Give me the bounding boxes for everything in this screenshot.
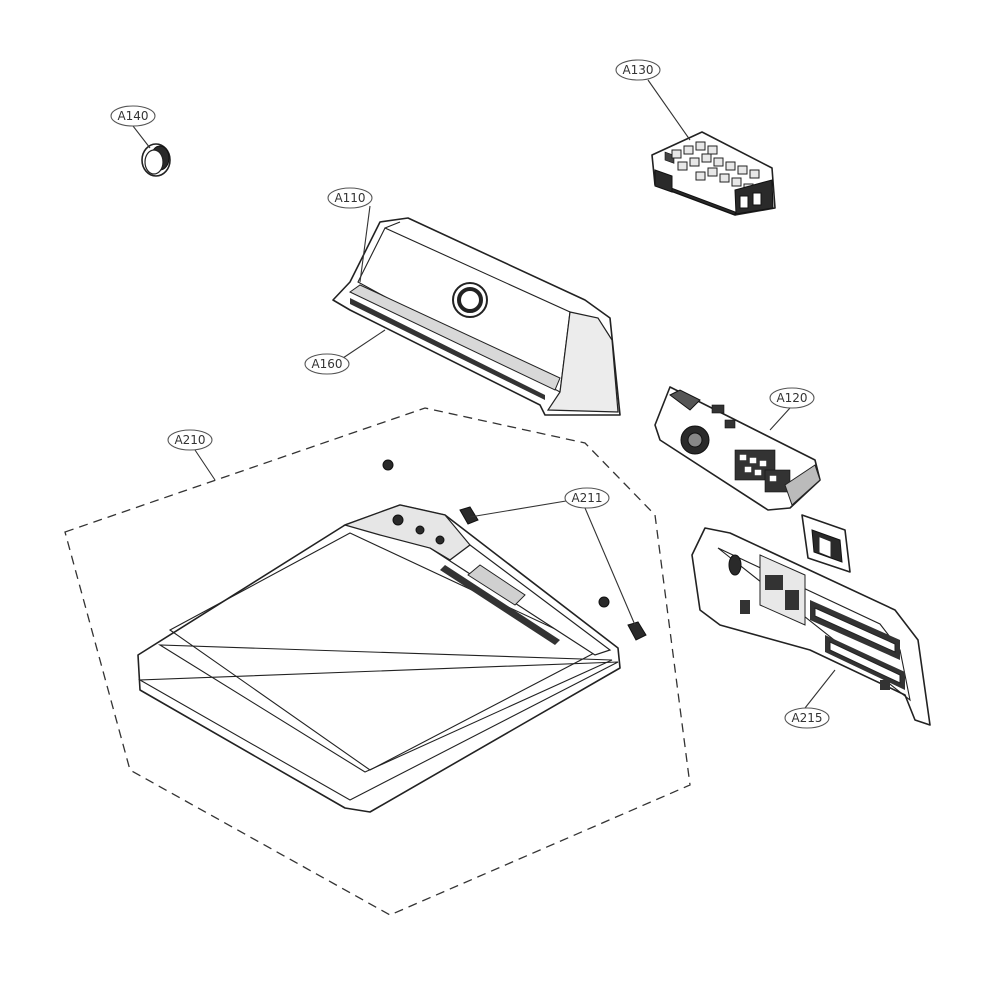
- svg-text:A110: A110: [334, 191, 365, 205]
- svg-text:A215: A215: [791, 711, 822, 725]
- part-a211-hinge: [382, 459, 647, 641]
- callout-a160: A160: [304, 353, 350, 375]
- leader-lines: [132, 79, 836, 709]
- callout-a211: A211: [564, 487, 610, 509]
- svg-text:A160: A160: [311, 357, 342, 371]
- svg-text:A140: A140: [117, 109, 148, 123]
- part-a210-top-cover: [137, 504, 621, 813]
- part-a110-control-panel: [332, 217, 621, 416]
- part-a215-rear-panel: [691, 527, 931, 726]
- callout-a215: A215: [784, 707, 830, 729]
- part-a130-module: [651, 131, 776, 216]
- callout-a210: A210: [167, 429, 213, 451]
- svg-text:A210: A210: [174, 433, 205, 447]
- part-a120-main-pcb: [654, 386, 821, 511]
- svg-text:A120: A120: [776, 391, 807, 405]
- svg-text:A130: A130: [622, 63, 653, 77]
- callout-a130: A130: [615, 59, 661, 81]
- assembly-boundary-a210: [64, 407, 691, 916]
- part-small-board: [801, 514, 851, 573]
- callout-a110: A110: [327, 187, 373, 209]
- part-a140-knob: [141, 143, 171, 177]
- callout-a140: A140: [110, 105, 156, 127]
- callout-a120: A120: [769, 387, 815, 409]
- svg-text:A211: A211: [571, 491, 602, 505]
